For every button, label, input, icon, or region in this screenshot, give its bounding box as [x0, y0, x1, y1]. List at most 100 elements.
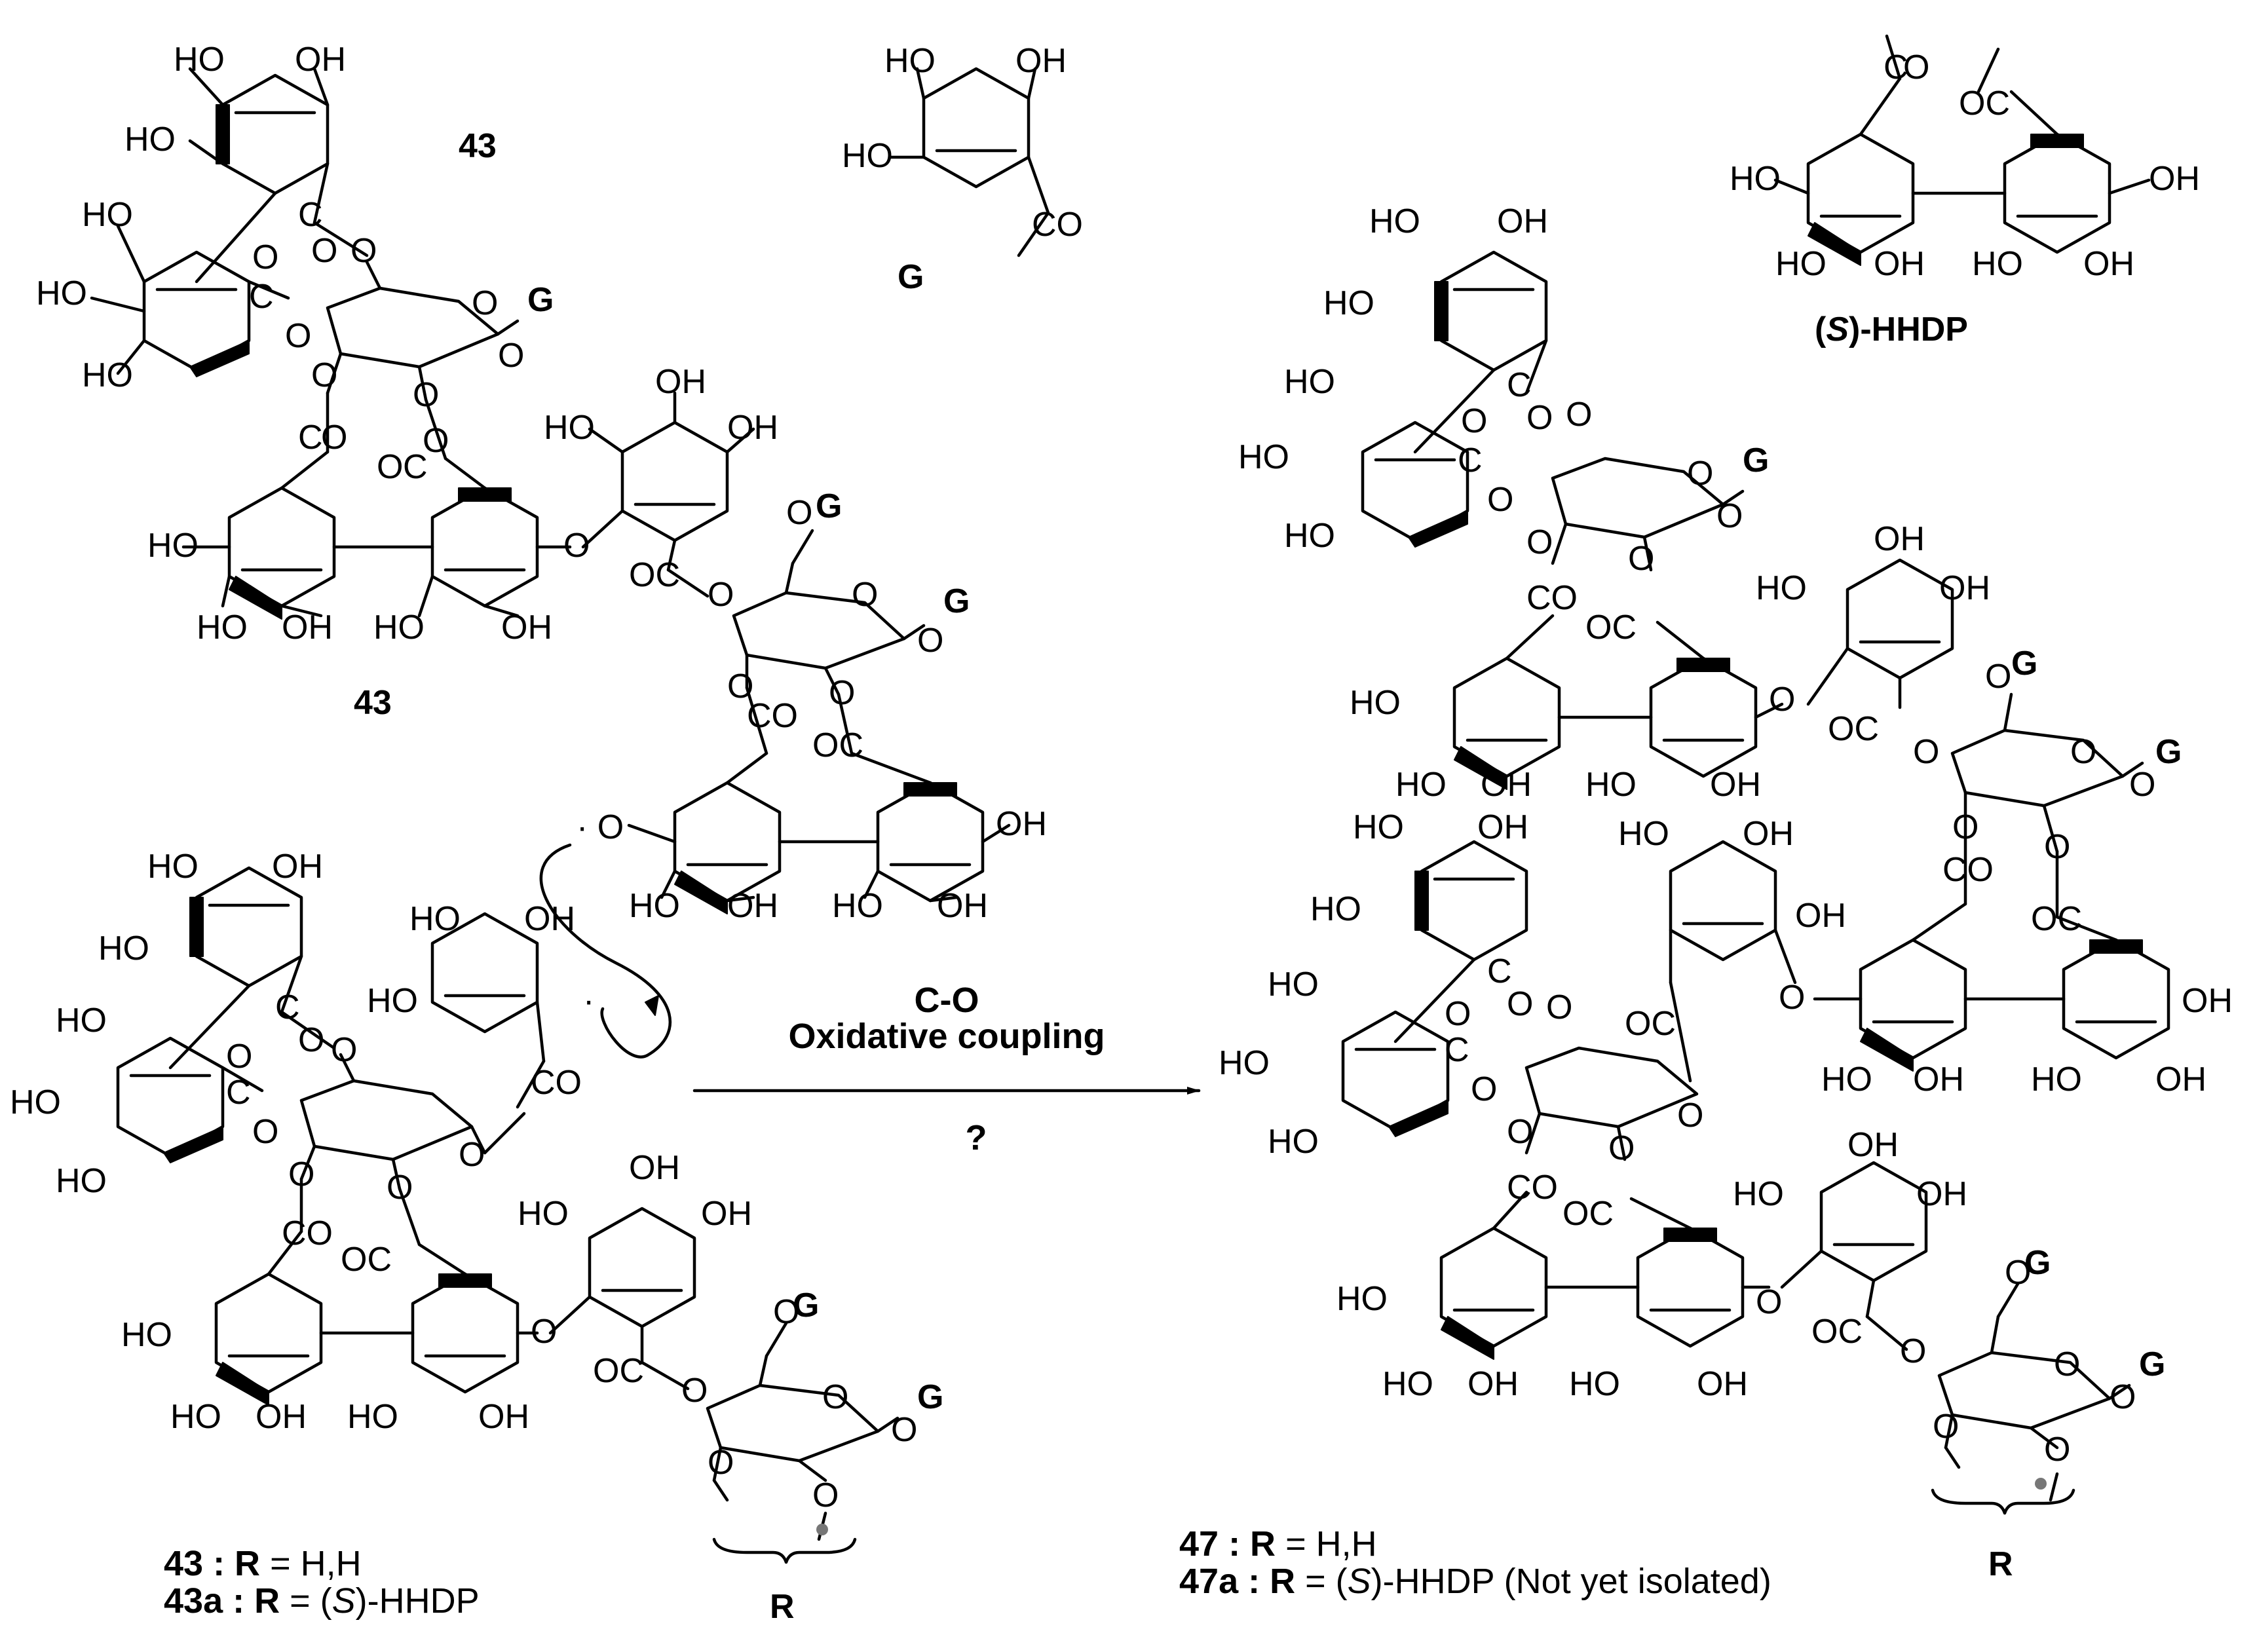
- atom-label: HO: [174, 41, 225, 79]
- atom-label: O: [1900, 1332, 1926, 1370]
- bond: [1027, 155, 1050, 215]
- bond: [876, 1416, 899, 1433]
- bond: [1865, 1279, 1876, 1319]
- ring: [1819, 1161, 1928, 1283]
- atom-label: OC: [1562, 1195, 1614, 1233]
- atom-label: C: [249, 278, 274, 316]
- bond: [758, 1354, 768, 1387]
- bond: [1977, 47, 2000, 94]
- bond: [1885, 34, 1902, 81]
- wedge-bond: [189, 340, 250, 377]
- bond: [417, 365, 428, 402]
- biaryl-bond: [195, 191, 277, 284]
- bond: [417, 574, 434, 618]
- atom-label: HO: [121, 1316, 172, 1354]
- compound-number: 43: [459, 127, 497, 165]
- bond: [915, 67, 926, 100]
- atom-label: HO: [347, 1398, 398, 1436]
- atom-label: O: [531, 1313, 557, 1351]
- bond: [267, 1230, 303, 1276]
- ring: [1846, 558, 1954, 680]
- atom-label: G: [793, 1286, 819, 1324]
- atom-label: O: [1608, 1129, 1635, 1167]
- atom-label: G: [2139, 1345, 2165, 1383]
- bond: [1996, 1282, 2020, 1319]
- bond: [1616, 1125, 1627, 1161]
- atom-label: HO: [147, 848, 199, 886]
- atom-label: O: [2005, 1254, 2031, 1292]
- bond: [312, 162, 330, 225]
- bond: [745, 686, 768, 755]
- atom-label: HO: [832, 887, 883, 925]
- atom-label: O: [2044, 828, 2070, 866]
- bond: [280, 1010, 336, 1050]
- atom-label: HO: [1382, 1365, 1433, 1403]
- R-bracket: [1931, 1488, 2075, 1515]
- bond: [2108, 1383, 2131, 1400]
- atom-label: HO: [1323, 284, 1374, 322]
- atom-label: OC: [629, 556, 680, 594]
- R-label: R: [770, 1588, 795, 1626]
- atom-label: O: [708, 1444, 734, 1482]
- bond: [2055, 915, 2118, 942]
- atom-label: OH: [2149, 160, 2200, 198]
- bond: [535, 1000, 546, 1063]
- wedge-bond: [438, 1273, 492, 1288]
- atom-label: O: [298, 1021, 324, 1059]
- bond: [1865, 1315, 1908, 1351]
- atom-label: OC: [1625, 1005, 1676, 1043]
- atom-label: O: [423, 422, 449, 460]
- wedge-bond: [1860, 1028, 1914, 1072]
- bond: [666, 568, 710, 598]
- bond: [424, 398, 447, 460]
- atom-label: CO: [1942, 851, 1994, 889]
- atom-label: OC: [1585, 609, 1637, 647]
- bond: [2029, 1426, 2059, 1450]
- atom-label: OH: [701, 1195, 752, 1233]
- bond: [1642, 535, 1653, 572]
- atom-label: CO: [1032, 206, 1083, 244]
- atom-label: O: [1677, 1097, 1703, 1135]
- galloyl-G-structure: [889, 67, 1050, 257]
- S-HHDP-title: (S)-HHDP: [1815, 310, 1968, 348]
- legend-47a: 47a : R = (S)-HHDP (Not yet isolated): [1179, 1562, 1771, 1601]
- atom-label: O: [852, 576, 878, 614]
- atom-label: O: [1566, 396, 1592, 434]
- bond: [791, 529, 814, 565]
- atom-label: HO: [1350, 684, 1401, 722]
- atom-label: O: [1471, 1070, 1497, 1108]
- attachment-point: [2035, 1478, 2047, 1490]
- atom-label: HO: [1821, 1061, 1872, 1098]
- atom-label: OH: [282, 609, 333, 647]
- bond: [548, 1295, 592, 1335]
- atom-label: O: [1716, 497, 1743, 535]
- bond: [444, 457, 487, 490]
- atom-label: O: [1546, 988, 1572, 1026]
- bond: [280, 954, 303, 1014]
- ring: [1669, 840, 1777, 962]
- bond: [588, 427, 624, 454]
- wedge-bond: [1441, 1316, 1494, 1360]
- bond: [221, 574, 231, 608]
- ring: [1439, 250, 1548, 372]
- biaryl-bond: [168, 984, 251, 1070]
- bond: [339, 1053, 356, 1083]
- atom-label: O: [311, 356, 337, 394]
- curved-arrowhead: [645, 995, 659, 1016]
- bond: [1944, 1413, 1954, 1450]
- ring: [876, 781, 985, 903]
- wedge-bond: [1414, 871, 1429, 931]
- atom-label: O: [773, 1293, 799, 1331]
- ring: [1636, 1226, 1745, 1348]
- atom-label: HO: [1268, 966, 1319, 1004]
- bond: [902, 624, 926, 641]
- bond: [2003, 692, 2013, 732]
- wedge-bond: [216, 104, 230, 164]
- atom-label: HO: [629, 887, 680, 925]
- atom-label: O: [812, 1476, 839, 1514]
- bond: [725, 751, 768, 785]
- bond: [470, 1125, 487, 1155]
- atom-label: OH: [1710, 766, 1761, 804]
- atom-label: OC: [2031, 900, 2082, 938]
- bond: [1027, 67, 1037, 100]
